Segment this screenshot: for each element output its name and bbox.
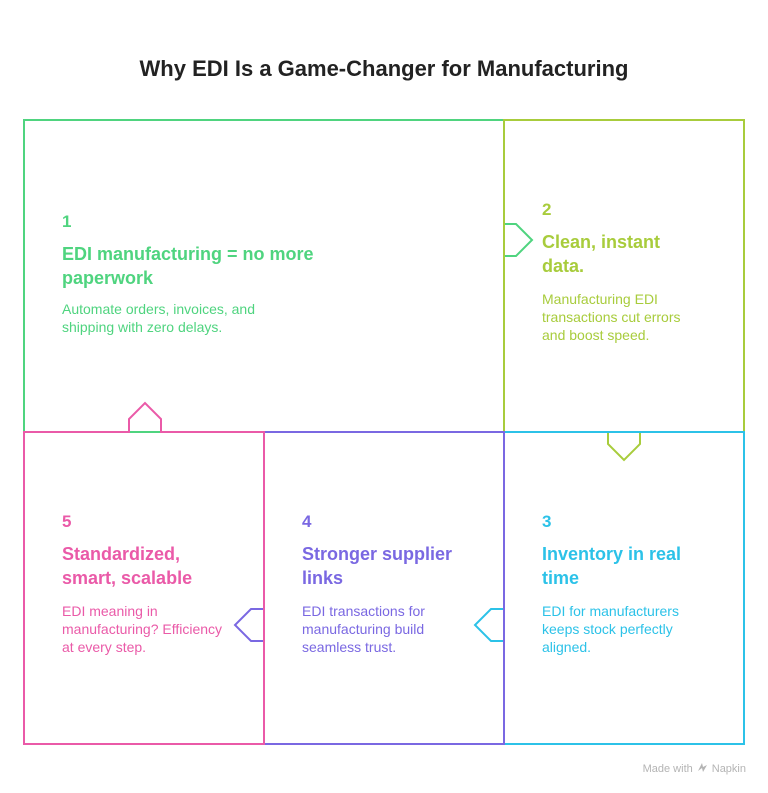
step-2-description: Manufacturing EDI transactions cut error…: [542, 291, 681, 343]
napkin-icon: [697, 762, 708, 776]
step-4-heading: Stronger supplier links: [302, 544, 453, 588]
step-3-number: 3: [542, 512, 552, 531]
box-4-outline: [233, 431, 505, 745]
page-title: Why EDI Is a Game-Changer for Manufactur…: [139, 56, 629, 81]
step-card-4: 4 Stronger supplier links EDI transactio…: [302, 512, 482, 656]
step-2-heading: Clean, instant data.: [542, 232, 661, 276]
step-card-3: 3 Inventory in real time EDI for manufac…: [542, 512, 717, 656]
napkin-brand-label: Napkin: [711, 763, 746, 775]
step-1-description: Automate orders, invoices, and shipping …: [62, 301, 255, 335]
step-3-description: EDI for manufacturers keeps stock perfec…: [542, 603, 679, 655]
step-card-5: 5 Standardized, smart, scalable EDI mean…: [62, 512, 242, 656]
step-5-heading: Standardized, smart, scalable: [62, 544, 193, 588]
step-card-2: 2 Clean, instant data. Manufacturing EDI…: [542, 200, 717, 344]
step-4-number: 4: [302, 512, 312, 531]
step-2-number: 2: [542, 200, 552, 219]
step-card-1: 1 EDI manufacturing = no more paperwork …: [62, 212, 352, 336]
box-3-outline: [473, 431, 745, 745]
step-4-description: EDI transactions for manufacturing build…: [302, 603, 425, 655]
step-5-number: 5: [62, 512, 72, 531]
box-5-outline: [23, 401, 265, 745]
step-1-number: 1: [62, 212, 72, 231]
made-with-label: Made with: [642, 763, 693, 775]
step-1-heading: EDI manufacturing = no more paperwork: [62, 244, 314, 288]
step-3-heading: Inventory in real time: [542, 544, 682, 588]
made-with-footer: Made with Napkin: [643, 762, 746, 776]
step-5-description: EDI meaning in manufacturing? Efficiency…: [62, 603, 223, 655]
